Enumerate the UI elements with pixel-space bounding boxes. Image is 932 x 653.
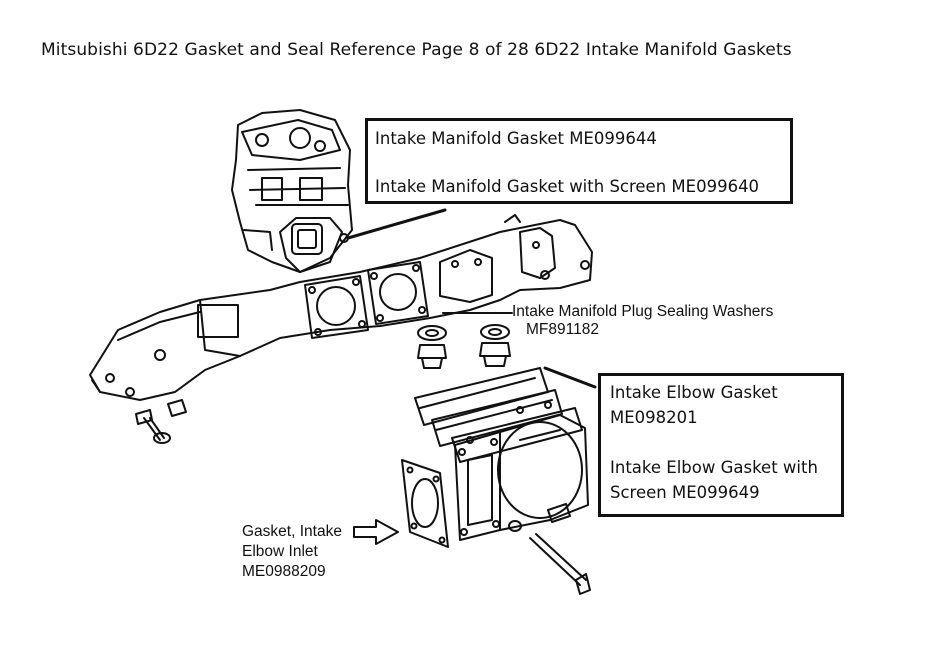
manifold-port-gaskets-drawing xyxy=(304,261,429,339)
intake-elbow-gaskets-drawing xyxy=(414,367,583,463)
bolts-right-drawing xyxy=(508,503,591,595)
elbow-gasket-callout-box: Intake Elbow Gasket ME098201 Intake Elbo… xyxy=(598,373,844,517)
elbow-gasket-part-number: ME098201 xyxy=(610,408,698,427)
elbow-gasket-label: Intake Elbow Gasket xyxy=(610,383,778,402)
plug-washers-label: Intake Manifold Plug Sealing Washers xyxy=(512,303,774,320)
manifold-gasket-label: Intake Manifold Gasket ME099644 xyxy=(375,129,657,148)
pointer-line-elbow xyxy=(543,366,597,389)
inlet-gasket-label: Gasket, Intake xyxy=(242,523,342,540)
elbow-gasket-screen-part-number: Screen ME099649 xyxy=(610,483,760,502)
plug-sealing-washers-drawing xyxy=(417,312,513,369)
inlet-gasket-label-2: Elbow Inlet xyxy=(242,543,318,560)
elbow-gasket-screen-label: Intake Elbow Gasket with xyxy=(610,458,818,477)
plug-washers-part-number: MF891182 xyxy=(526,321,599,338)
bolts-left-drawing xyxy=(135,399,187,444)
intake-elbow-drawing xyxy=(454,414,589,541)
intake-manifold-drawing xyxy=(89,214,593,401)
manifold-gasket-callout-box: Intake Manifold Gasket ME099644 Intake M… xyxy=(365,118,793,204)
manifold-gasket-screen-label: Intake Manifold Gasket with Screen ME099… xyxy=(375,177,760,196)
cylinder-head-drawing xyxy=(231,109,353,273)
hollow-arrow xyxy=(353,519,399,545)
page-title: Mitsubishi 6D22 Gasket and Seal Referenc… xyxy=(41,40,792,60)
pointer-line-manifold xyxy=(346,208,447,240)
inlet-gasket-part-number: ME0988209 xyxy=(242,563,326,580)
elbow-inlet-gasket-drawing xyxy=(401,459,449,548)
